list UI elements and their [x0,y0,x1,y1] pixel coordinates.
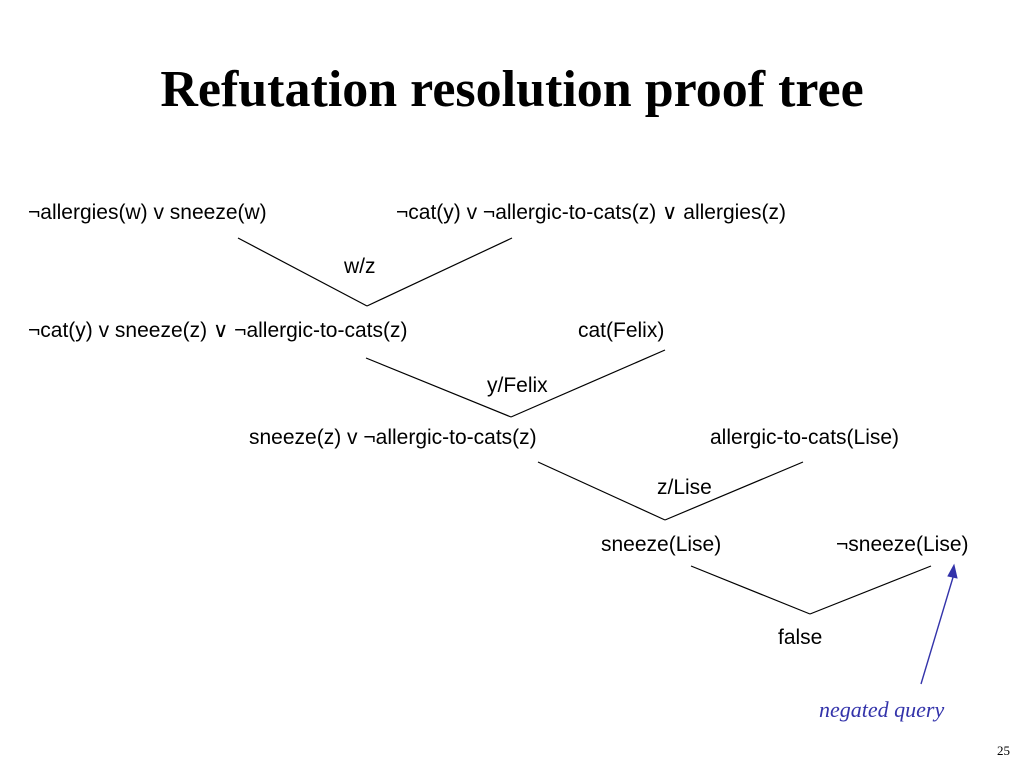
slide-title: Refutation resolution proof tree [160,61,864,118]
edge-c1-c3 [237,237,368,307]
negated-query-label: negated query [819,697,945,722]
edge-c4-c5 [510,349,666,418]
edge-c2-c3 [366,237,513,307]
edge-c3-c5 [365,357,512,418]
clause-sneeze-lise: sneeze(Lise) [601,533,722,556]
clause-allergic-to-cats-lise: allergic-to-cats(Lise) [710,426,900,449]
clause-negated-sneeze-lise: ¬sneeze(Lise) [836,533,969,556]
clause-false: false [778,626,823,649]
page-number: 25 [997,743,1010,758]
substitution-z-lise: z/Lise [657,476,712,499]
edge-c5-c7 [537,461,666,521]
edge-c7-c9 [690,565,811,615]
clause-allergies-implies-sneeze: ¬allergies(w) v sneeze(w) [28,201,267,224]
negated-query-arrow-line [920,573,955,685]
substitution-w-z: w/z [344,255,376,278]
negated-query-arrowhead [947,563,958,579]
clause-resolvent-2: sneeze(z) v ¬allergic-to-cats(z) [249,426,537,449]
substitution-y-felix: y/Felix [487,374,548,397]
edge-c6-c7 [664,461,804,521]
clause-resolvent-1: ¬cat(y) v sneeze(z) ∨ ¬allergic-to-cats(… [28,319,408,342]
edge-c8-c9 [809,565,932,615]
clause-cat-felix: cat(Felix) [578,319,665,342]
clause-cat-allergic-implies-allergies: ¬cat(y) v ¬allergic-to-cats(z) ∨ allergi… [396,201,786,224]
